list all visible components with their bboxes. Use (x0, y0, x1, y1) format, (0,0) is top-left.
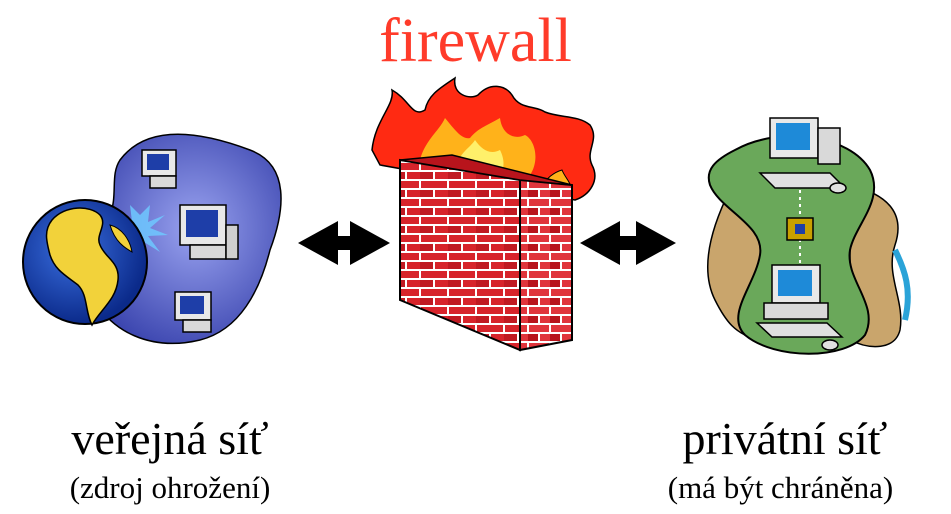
computer-icon (758, 117, 847, 189)
double-arrow-icon (298, 221, 390, 265)
double-arrow-icon (580, 221, 676, 265)
private-network-sublabel: (má být chráněna) (667, 470, 894, 505)
computer-icon (174, 291, 212, 333)
brick-wall-front (399, 158, 521, 352)
brick-wall-side (519, 178, 573, 352)
computer-icon (755, 264, 844, 338)
private-network-illustration (707, 117, 911, 355)
firewall-illustration (371, 76, 596, 352)
diagram-title: firewall (379, 7, 572, 75)
public-network-sublabel: (zdroj ohrožení) (69, 470, 271, 505)
mouse-icon (821, 339, 839, 351)
public-network-label: veřejná síť (71, 413, 269, 464)
mouse-icon (829, 182, 847, 194)
globe-icon (22, 199, 148, 327)
computer-icon (141, 149, 177, 189)
private-network-label: privátní síť (682, 413, 888, 464)
computer-icon (179, 204, 239, 260)
public-network-illustration (22, 133, 282, 345)
